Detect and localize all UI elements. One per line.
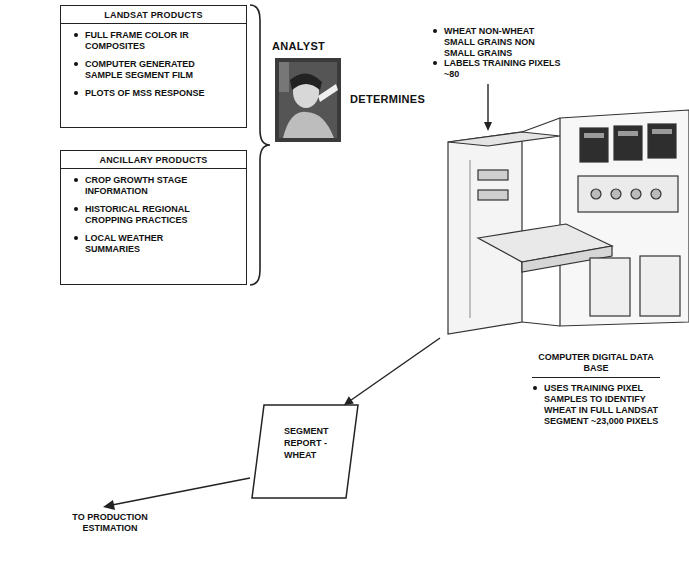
output-arrow <box>112 478 250 505</box>
bullet-item: CROP GROWTH STAGE INFORMATION <box>73 175 215 197</box>
bullet-list: FULL FRAME COLOR IR COMPOSITES COMPUTER G… <box>61 24 246 112</box>
product-box: LANDSAT PRODUCTSFULL FRAME COLOR IR COMP… <box>60 5 247 128</box>
computer-caption: COMPUTER DIGITAL DATA BASE USES TRAINING … <box>532 352 660 434</box>
arrow-head <box>103 500 115 510</box>
bullet-list: CROP GROWTH STAGE INFORMATION HISTORICAL … <box>61 169 246 268</box>
computer-illustration <box>448 110 689 334</box>
bullet-item: PLOTS OF MSS RESPONSE <box>73 88 215 99</box>
arrow-head <box>344 396 354 405</box>
box-heading: ANCILLARY PRODUCTS <box>61 151 246 169</box>
output-label: TO PRODUCTION ESTIMATION <box>60 512 160 534</box>
arrow-head <box>484 122 492 131</box>
grouping-brace <box>250 5 270 285</box>
leader-arrow <box>487 84 488 124</box>
connector <box>344 338 440 405</box>
bullet-note: LABELS TRAINING PIXELS ~80 <box>432 58 564 80</box>
product-box: ANCILLARY PRODUCTSCROP GROWTH STAGE INFO… <box>60 150 247 285</box>
bullet-note: WHEAT NON-WHEAT SMALL GRAINS NON SMALL G… <box>432 26 564 59</box>
report-label: SEGMENT REPORT - WHEAT <box>284 403 346 461</box>
computer-heading: COMPUTER DIGITAL DATA BASE <box>532 352 660 378</box>
analyst-photo <box>275 58 341 142</box>
report-node: SEGMENT REPORT - WHEAT <box>250 403 360 500</box>
computer-node: COMPUTER DIGITAL DATA BASE USES TRAINING … <box>440 112 689 447</box>
box-heading: LANDSAT PRODUCTS <box>61 6 246 24</box>
connector-line <box>350 338 440 401</box>
bullet-item: FULL FRAME COLOR IR COMPOSITES <box>73 30 215 52</box>
photo-node: ANALYST <box>272 40 346 146</box>
bullet-item: HISTORICAL REGIONAL CROPPING PRACTICES <box>73 204 215 226</box>
analyst-label: ANALYST <box>272 40 346 52</box>
bullet-item: COMPUTER GENERATED SAMPLE SEGMENT FILM <box>73 59 215 81</box>
bullet-item: LOCAL WEATHER SUMMARIES <box>73 233 215 255</box>
verb-label: DETERMINES <box>350 94 440 105</box>
bullet-item: USES TRAINING PIXEL SAMPLES TO IDENTIFY … <box>532 383 660 427</box>
